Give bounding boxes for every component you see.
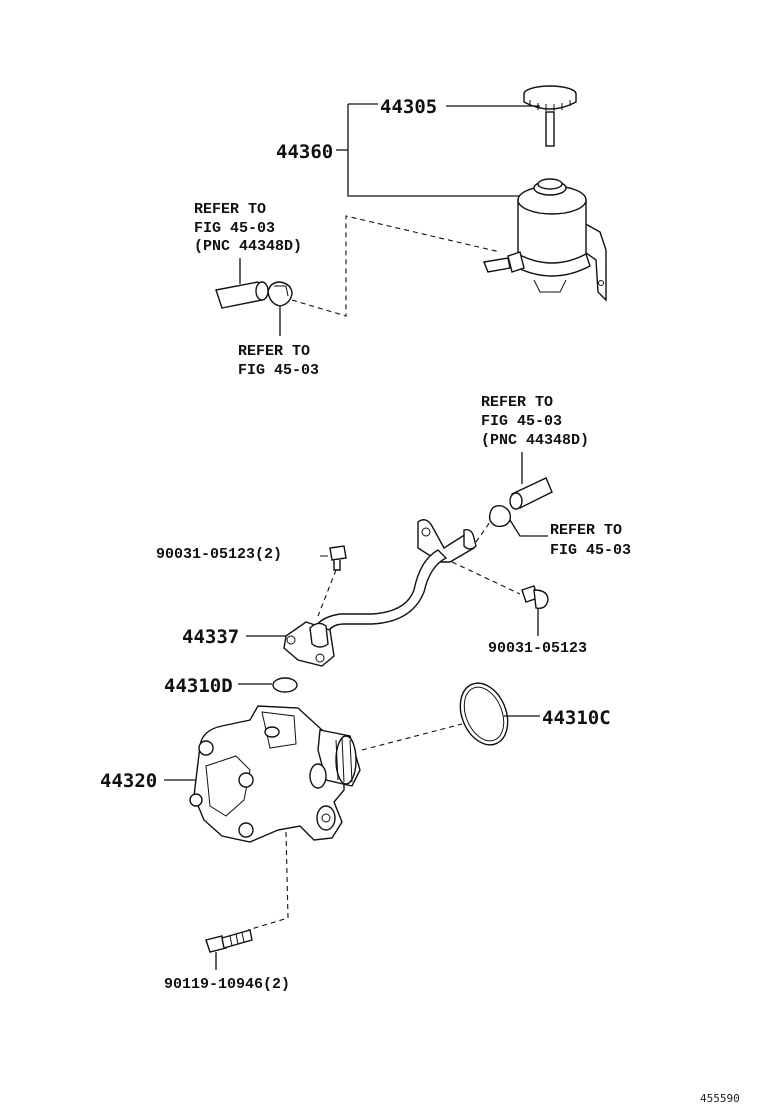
label-90031-05123-2: 90031-05123(2) <box>156 546 282 563</box>
pressure-pipe <box>246 519 477 667</box>
label-44337: 44337 <box>182 626 239 648</box>
ref4-line2: FIG 45-03 <box>550 542 631 559</box>
label-44310D: 44310D <box>164 675 233 697</box>
reservoir-tank <box>483 178 607 302</box>
ref1-line3: (PNC 44348D) <box>194 238 302 255</box>
o-ring-44310D <box>238 677 298 693</box>
label-44310C: 44310C <box>542 707 611 729</box>
label-90119-10946-2: 90119-10946(2) <box>164 976 290 993</box>
ref3-line1: REFER TO <box>481 394 553 411</box>
ref2-line1: REFER TO <box>238 343 310 360</box>
reservoir-cap <box>523 85 577 147</box>
label-44360: 44360 <box>276 141 333 163</box>
bolt-90031-single <box>521 585 549 636</box>
power-steering-pump <box>164 705 361 843</box>
ref3-line3: (PNC 44348D) <box>481 432 589 449</box>
figure-id: 455590 <box>700 1092 740 1105</box>
ref4-line1: REFER TO <box>550 522 622 539</box>
label-44320: 44320 <box>100 770 157 792</box>
ref1-line1: REFER TO <box>194 201 266 218</box>
label-90031-05123: 90031-05123 <box>488 640 587 657</box>
bolt-90119 <box>205 929 253 970</box>
ref3-line2: FIG 45-03 <box>481 413 562 430</box>
upper-hose <box>215 258 269 309</box>
lower-hose <box>509 452 553 510</box>
ref1-line2: FIG 45-03 <box>194 220 275 237</box>
bolt-90031-pair <box>317 545 347 617</box>
o-ring-44310C <box>459 682 540 746</box>
upper-clamp <box>267 281 293 336</box>
label-44305: 44305 <box>380 96 437 118</box>
lower-clamp <box>488 504 548 537</box>
ref2-line2: FIG 45-03 <box>238 362 319 379</box>
